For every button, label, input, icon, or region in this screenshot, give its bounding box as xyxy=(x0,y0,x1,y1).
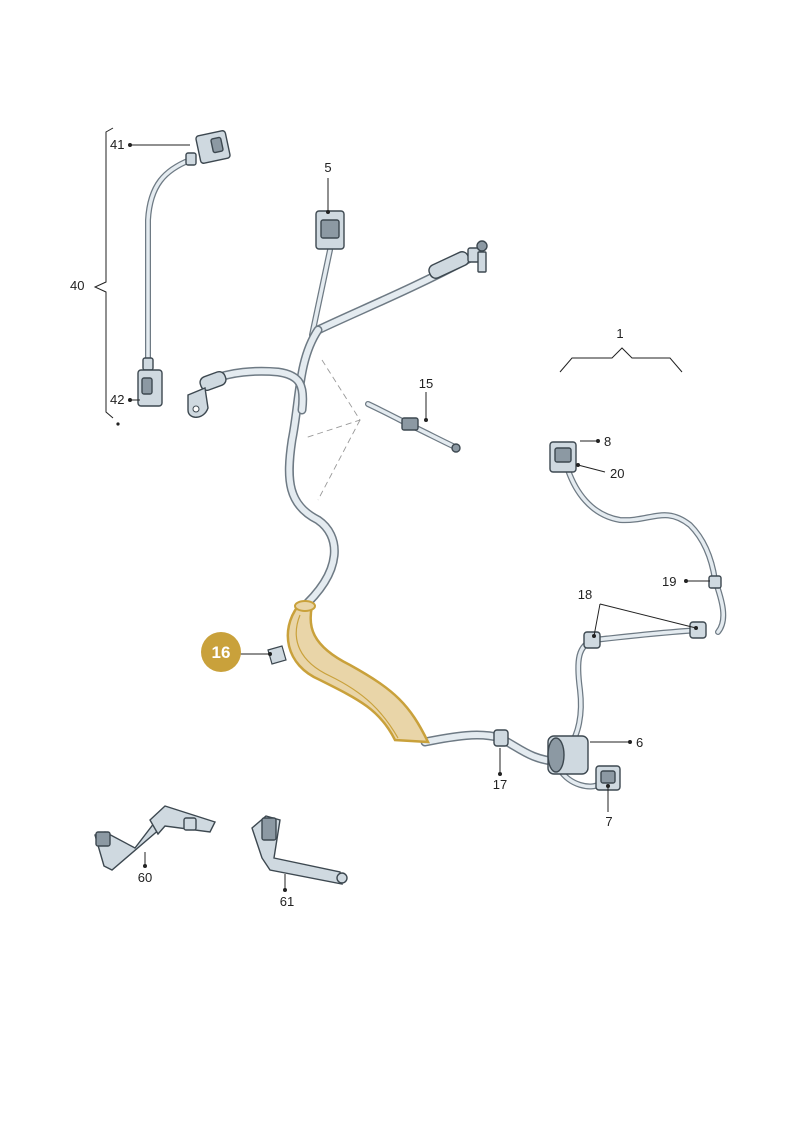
label-15: 15 xyxy=(419,376,433,391)
label-1: 1 xyxy=(616,326,623,341)
sensor-harness-right[interactable] xyxy=(493,441,727,791)
bracket-61[interactable] xyxy=(251,815,348,885)
label-60: 60 xyxy=(138,870,152,885)
label-17: 17 xyxy=(493,777,507,792)
label-19: 19 xyxy=(662,574,676,589)
callout-16-badge xyxy=(201,632,241,672)
label-5: 5 xyxy=(324,160,331,175)
label-8: 8 xyxy=(604,434,611,449)
label-20: 20 xyxy=(610,466,624,481)
label-7: 7 xyxy=(605,814,612,829)
brace-1 xyxy=(559,347,683,373)
leader-lines xyxy=(128,143,710,892)
label-41: 41 xyxy=(110,137,124,152)
connector-5[interactable] xyxy=(315,210,345,250)
bolt-terminal[interactable] xyxy=(427,240,488,280)
bracket-60[interactable] xyxy=(94,805,216,871)
label-42: 42 xyxy=(110,392,124,407)
label-40: 40 xyxy=(70,278,84,293)
main-wiring-harness[interactable] xyxy=(207,247,565,767)
ring-terminal[interactable] xyxy=(187,370,228,418)
brace-40 xyxy=(93,127,114,419)
label-6: 6 xyxy=(636,735,643,750)
cable-tie-15[interactable] xyxy=(365,401,461,453)
label-18: 18 xyxy=(578,587,592,602)
dashed-assembly-lines xyxy=(304,359,361,501)
sensor-lead-40[interactable] xyxy=(137,130,231,407)
protective-sleeve-16[interactable] xyxy=(267,600,431,744)
label-16: 16 xyxy=(212,643,231,662)
label-61: 61 xyxy=(280,894,294,909)
callout-16-highlight[interactable]: 16 xyxy=(201,632,241,672)
